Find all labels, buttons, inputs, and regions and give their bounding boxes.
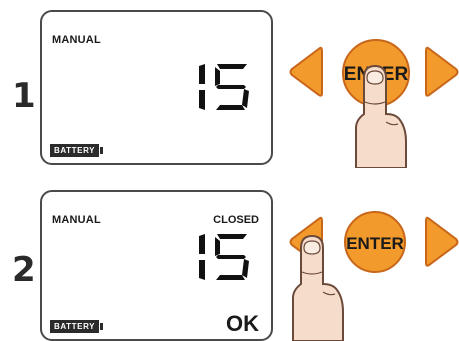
step-number-1: 1 — [12, 76, 36, 116]
right-arrow-button[interactable] — [424, 45, 459, 99]
mode-label: MANUAL — [52, 34, 101, 46]
lcd-display-step-2: MANUAL CLOSED OK BATTERY — [40, 190, 273, 341]
enter-button[interactable]: ENTER — [343, 210, 407, 274]
right-arrow-button[interactable] — [424, 215, 459, 269]
lcd-display-step-1: MANUAL BATTERY — [40, 10, 273, 165]
enter-label: ENTER — [346, 234, 404, 253]
ok-confirm-label: OK — [226, 311, 259, 337]
pointing-finger-icon — [285, 232, 347, 341]
left-arrow-button[interactable] — [288, 45, 324, 99]
closed-status-label: CLOSED — [213, 214, 259, 226]
battery-indicator: BATTERY — [50, 320, 103, 333]
seven-segment-value — [189, 232, 253, 282]
mode-label: MANUAL — [52, 214, 101, 226]
battery-indicator: BATTERY — [50, 144, 103, 157]
seven-segment-value — [189, 62, 253, 112]
step-number-2: 2 — [12, 250, 36, 290]
pointing-finger-icon — [348, 62, 410, 168]
